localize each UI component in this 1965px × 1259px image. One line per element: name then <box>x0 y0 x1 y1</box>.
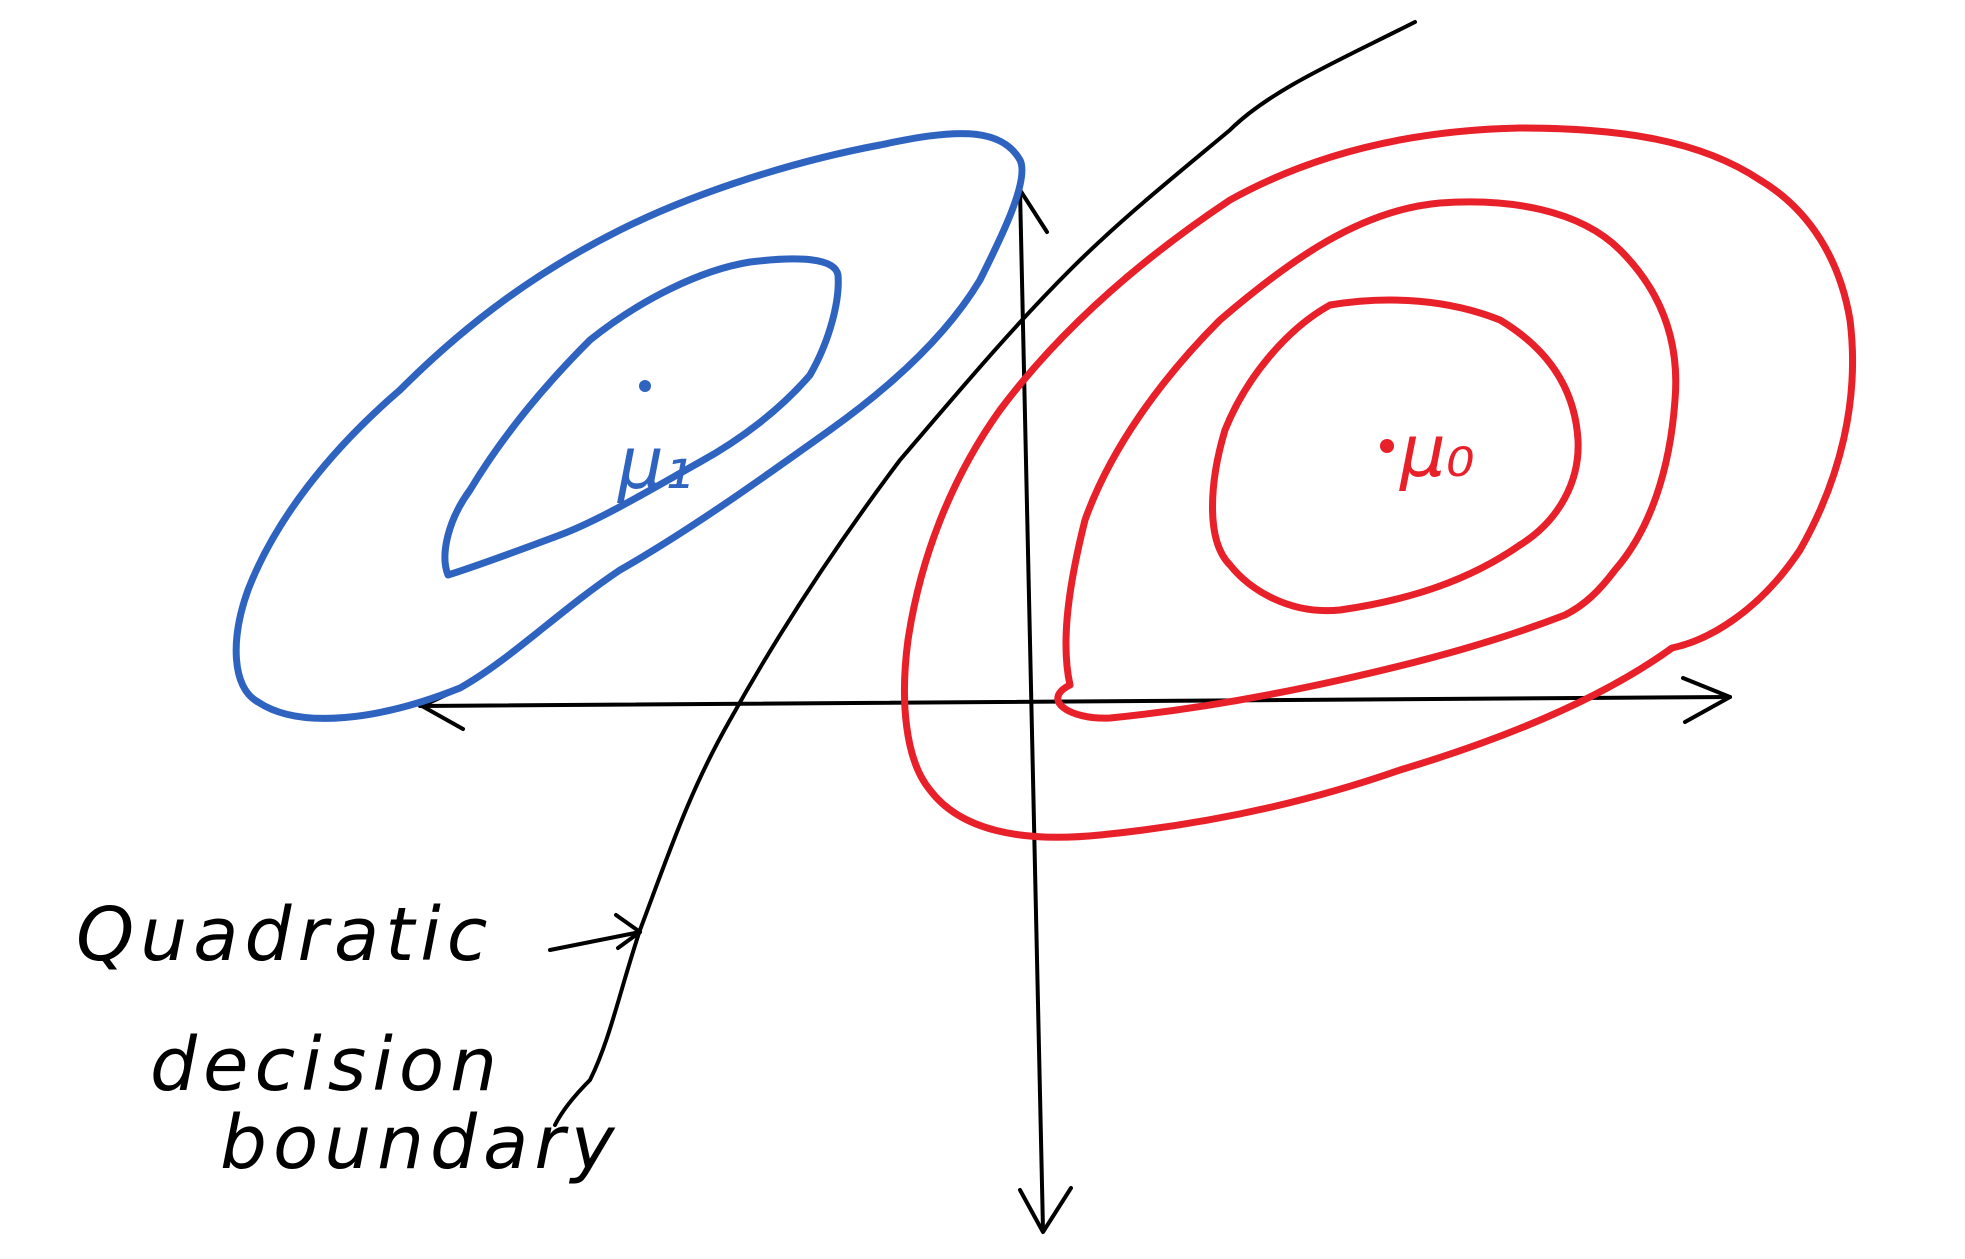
annotation-arrow-head <box>614 913 642 950</box>
class-one-inner-contour <box>441 255 842 579</box>
class-zero-contours <box>901 124 1857 841</box>
caption-line-boundary: boundary <box>220 1100 621 1186</box>
x-axis-line <box>418 695 1732 708</box>
annotation-caption: Quadratic decision boundary <box>76 892 621 1186</box>
decision-boundary-curve <box>553 20 1417 1127</box>
annotation-arrow-shaft <box>548 930 642 952</box>
class-zero-mean-label: μ₀ <box>1399 409 1475 493</box>
caption-line-quadratic: Quadratic <box>76 892 494 978</box>
class-zero-inner-contour <box>1209 296 1582 615</box>
x-axis-right-arrowhead <box>1681 676 1732 724</box>
class-zero-outer-contour <box>901 124 1857 841</box>
caption-line-decision: decision <box>150 1022 503 1108</box>
class-one-mean-dot <box>639 380 651 392</box>
class-one-mean-label: μ₁ <box>617 421 693 505</box>
class-one-outer-contour <box>232 130 1026 722</box>
class-zero-mean-dot <box>1380 439 1394 453</box>
y-axis-bottom-arrowhead <box>1018 1186 1073 1234</box>
class-zero-middle-contour <box>1054 198 1680 722</box>
y-axis-line <box>1018 188 1045 1232</box>
class-one-contours <box>232 130 1026 722</box>
